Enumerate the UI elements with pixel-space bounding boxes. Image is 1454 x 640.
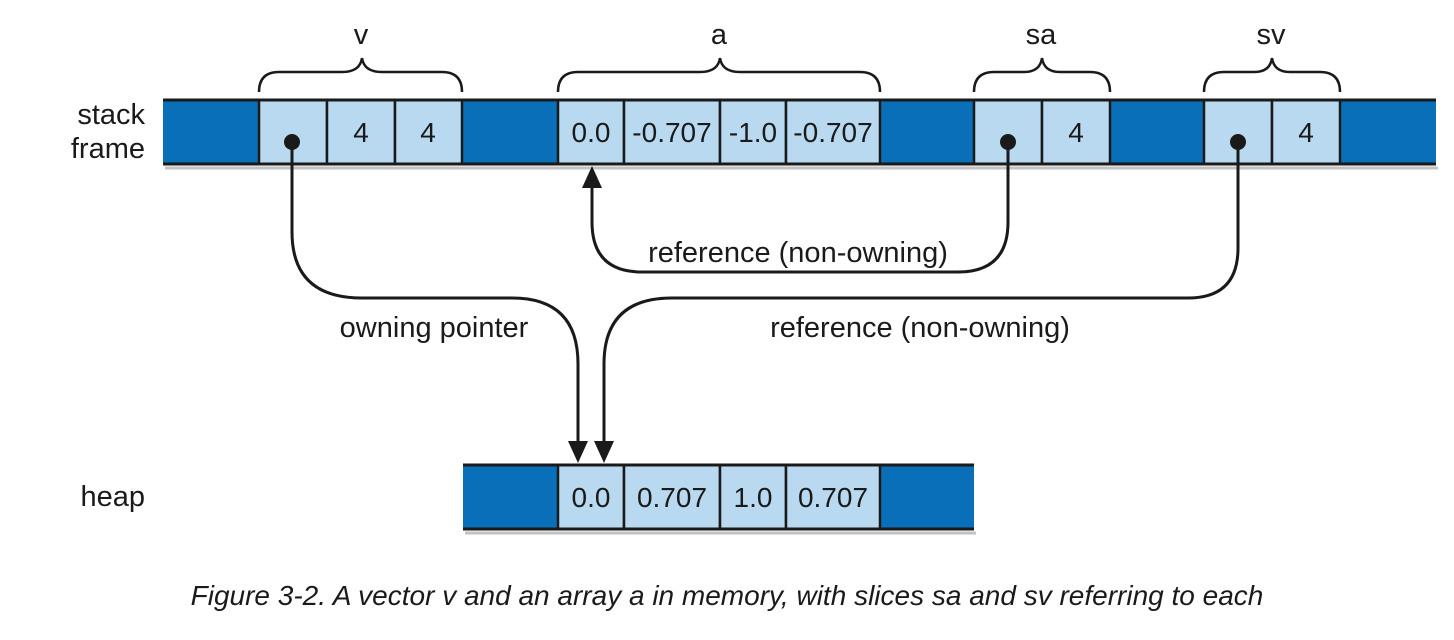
sv-arrowhead [594, 441, 614, 463]
a-value-3: -0.707 [793, 117, 872, 148]
a-label: a [711, 19, 728, 51]
heap-value-2: 1.0 [734, 482, 773, 513]
a-value-2: -1.0 [729, 117, 777, 148]
stack-frame-label-line2: frame [71, 133, 145, 165]
figure-caption: Figure 3-2. A vector v and an array a in… [190, 580, 1264, 611]
stack-strip-mid1 [462, 100, 558, 164]
a-value-0: 0.0 [572, 117, 611, 148]
sv-len-cell [1270, 98, 1342, 166]
a-value-1: -0.707 [632, 117, 711, 148]
owning-arrowhead [568, 441, 588, 463]
sa-reference-label: reference (non-owning) [648, 237, 948, 269]
heap-strip-right [880, 465, 974, 529]
v-label: v [354, 19, 369, 51]
sa-arrowhead [582, 166, 602, 188]
heap-value-3: 0.707 [798, 482, 868, 513]
owning-pointer-label: owning pointer [340, 312, 529, 344]
v-len-value: 4 [353, 117, 369, 148]
sa-len-value: 4 [1068, 117, 1084, 148]
stack-frame-label-line1: stack [77, 99, 145, 131]
a-brace [556, 57, 882, 93]
sv-label: sv [1257, 19, 1287, 51]
a-cell-2 [718, 98, 788, 166]
sv-reference-label: reference (non-owning) [770, 312, 1070, 344]
sa-brace [972, 57, 1112, 93]
sv-reference-arrow [602, 142, 1240, 446]
heap-strip-left [463, 465, 558, 529]
owning-pointer-arrow [290, 142, 580, 446]
braces [257, 57, 1342, 93]
v-cap-value: 4 [420, 117, 436, 148]
sa-reference-arrow [590, 142, 1010, 274]
heap-value-0: 0.0 [572, 482, 611, 513]
sa-label: sa [1026, 19, 1058, 51]
stack-strip-right [1340, 100, 1436, 164]
stack-frame-row: 4 4 0.0 -0.707 -1.0 -0.707 4 4 [163, 98, 1438, 170]
sv-brace [1202, 57, 1342, 93]
stack-strip-mid3 [1110, 100, 1204, 164]
heap-row: 0.0 0.707 1.0 0.707 [463, 463, 976, 535]
sv-len-value: 4 [1298, 117, 1314, 148]
v-brace [257, 57, 464, 93]
heap-label: heap [80, 481, 145, 513]
heap-value-1: 0.707 [637, 482, 707, 513]
stack-strip-mid2 [880, 100, 974, 164]
stack-strip-left [163, 100, 259, 164]
